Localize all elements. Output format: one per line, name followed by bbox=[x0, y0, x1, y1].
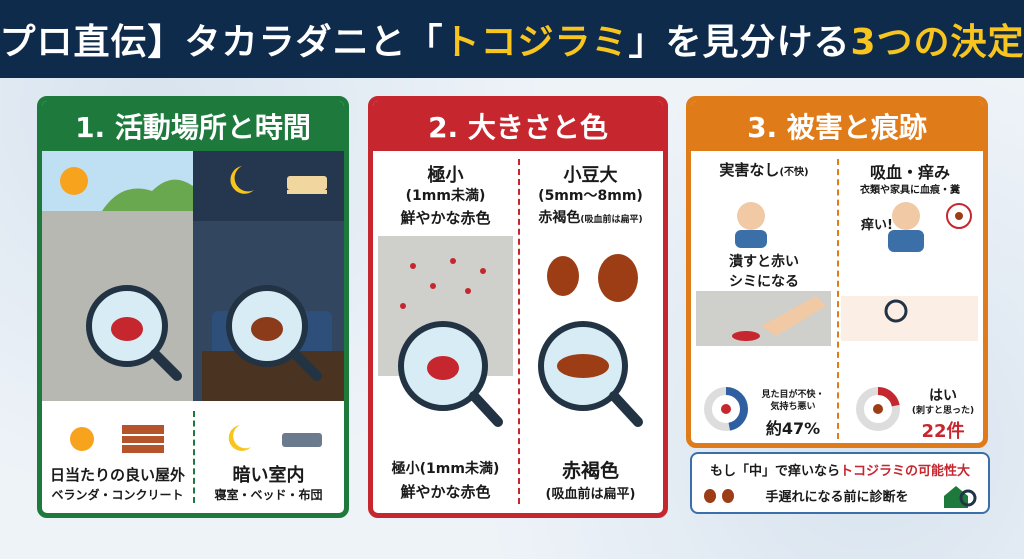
page-title: 【プロ直伝】タカラダニと「トコジラミ」を見分ける3つの決定打 bbox=[0, 22, 1024, 63]
bedbug-color: 赤褐色 bbox=[538, 210, 581, 226]
divider bbox=[518, 159, 520, 504]
sun-icon bbox=[70, 427, 94, 451]
mite-size-title: 極小 bbox=[427, 165, 464, 186]
outdoor-icons bbox=[70, 425, 164, 453]
mite-icon bbox=[721, 404, 731, 414]
house-inspect-icon bbox=[944, 486, 977, 508]
worried-person-icon bbox=[735, 202, 767, 248]
outdoor-sublabel: ベランダ・コンクリート bbox=[51, 488, 184, 502]
bed-icon bbox=[287, 176, 327, 194]
panel-location-time: 1. 活動場所と時間 bbox=[37, 96, 349, 518]
outdoor-label: 日当たりの良い屋外 bbox=[49, 466, 185, 484]
note-highlight: トコジラミの可能性大 bbox=[840, 464, 971, 479]
magnifier-bedbug-icon bbox=[226, 285, 322, 381]
crush-label-2: シミになる bbox=[729, 274, 799, 290]
panel2-heading: 2. 大きさと色 bbox=[373, 101, 663, 151]
stat-right-label-2: (刺すと思った) bbox=[911, 406, 975, 416]
stat-left-value: 約47% bbox=[765, 419, 821, 438]
size-comparison-illustration bbox=[378, 236, 643, 427]
stat-right-label: はい bbox=[929, 388, 957, 404]
bedbug-icon bbox=[547, 254, 638, 302]
divider bbox=[193, 411, 195, 503]
stat-left-label-2: 気持ち悪い bbox=[770, 402, 816, 412]
location-scene-illustration bbox=[42, 151, 344, 401]
divider bbox=[837, 159, 839, 439]
mite-color-summary: 鮮やかな赤色 bbox=[400, 483, 491, 501]
sun-icon bbox=[60, 167, 88, 195]
mite-size-value: (1mm未満) bbox=[405, 188, 486, 204]
crush-label: 潰すと赤い bbox=[729, 254, 799, 270]
bedbug-color-note: (吸血前は扁平) bbox=[580, 215, 643, 225]
panel3-heading: 3. 被害と痕跡 bbox=[691, 101, 983, 151]
damage-illustration bbox=[696, 202, 978, 346]
footer-decoration bbox=[0, 540, 1024, 548]
itchy-person-icon bbox=[888, 202, 924, 252]
finger-crush-icon bbox=[732, 296, 826, 341]
magnifier-bedbug-icon bbox=[538, 321, 643, 427]
stat-right-donut bbox=[856, 387, 900, 431]
panel-damage-traces: 3. 被害と痕跡 実害なし(不快) 吸血・痒み 衣類や家具に血痕・糞 痒い! 潰… bbox=[686, 96, 988, 448]
no-harm-note: (不快) bbox=[779, 167, 809, 178]
moon-icon bbox=[230, 166, 254, 194]
bedbug-icon bbox=[873, 404, 883, 414]
bedbug-color-note-summary: (吸血前は扁平) bbox=[545, 487, 636, 502]
no-harm-title: 実害なし bbox=[719, 161, 780, 179]
magnifier-inspect-icon bbox=[884, 299, 908, 323]
note-text: もし「中」で痒いなら bbox=[709, 464, 840, 479]
indoor-sublabel: 寝室・ベッド・布団 bbox=[214, 488, 323, 502]
magnifier-mite-icon bbox=[86, 285, 182, 381]
brick-wall-icon bbox=[122, 425, 164, 453]
header-banner: 【プロ直伝】タカラダニと「トコジラミ」を見分ける3つの決定打 bbox=[0, 0, 1024, 78]
bite-title: 吸血・痒み bbox=[869, 163, 950, 182]
bedbug-size-value: (5mm〜8mm) bbox=[538, 188, 643, 204]
mite-dots-icon bbox=[400, 258, 486, 309]
bedbug-bite-icon bbox=[946, 203, 972, 229]
moon-icon bbox=[228, 425, 251, 451]
stat-right-value: 22件 bbox=[921, 421, 965, 442]
magnifier-mite-icon bbox=[398, 321, 503, 427]
note-cta: 手遅れになる前に診断を bbox=[765, 490, 909, 505]
bedbug-size-title: 小豆大 bbox=[563, 165, 618, 186]
stat-left-donut bbox=[704, 387, 748, 431]
stat-left-label: 見た目が不快・ bbox=[761, 390, 825, 400]
bedbug-color-summary: 赤褐色 bbox=[561, 460, 619, 482]
indoor-icons bbox=[228, 425, 322, 451]
bed-icon bbox=[282, 433, 322, 447]
mite-size-summary: 極小(1mm未満) bbox=[391, 461, 500, 477]
advice-note: もし「中」で痒いならトコジラミの可能性大 手遅れになる前に診断を bbox=[690, 452, 990, 514]
panel1-heading: 1. 活動場所と時間 bbox=[42, 101, 344, 151]
itchy-label: 痒い! bbox=[861, 218, 893, 233]
mite-color: 鮮やかな赤色 bbox=[400, 209, 491, 227]
bite-subtitle: 衣類や家具に血痕・糞 bbox=[860, 185, 960, 196]
bedbug-icons bbox=[704, 489, 734, 503]
panel-size-color: 2. 大きさと色 極小 (1mm未満) 鮮やかな赤色 小豆大 (5mm〜8mm)… bbox=[368, 96, 668, 518]
indoor-label: 暗い室内 bbox=[232, 465, 305, 486]
